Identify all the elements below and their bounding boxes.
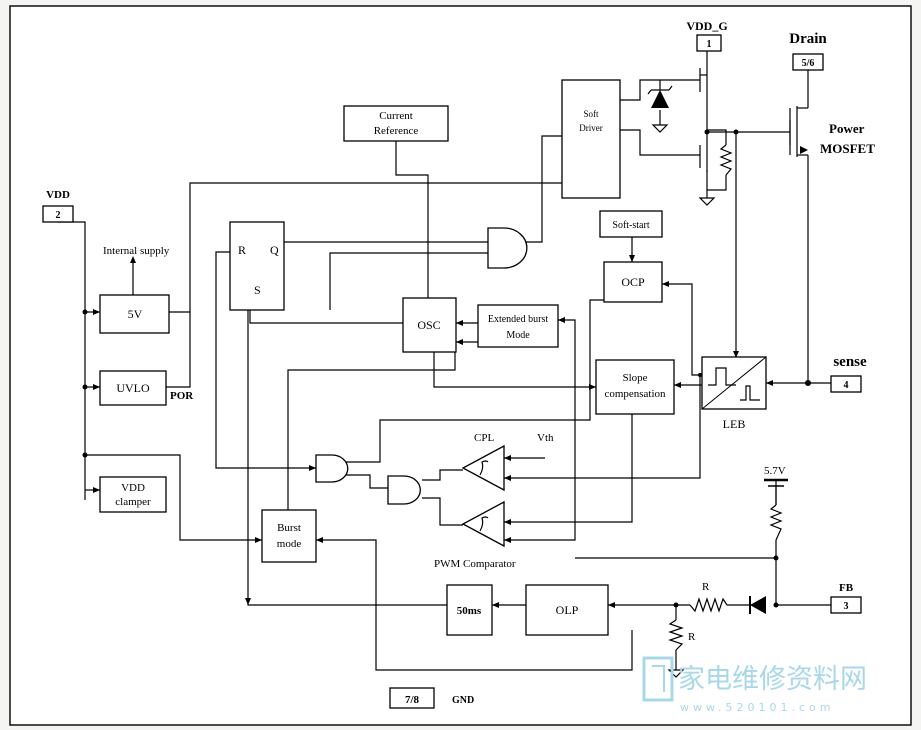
drain-label: Drain bbox=[789, 31, 827, 47]
vdd-clamper-label-1: VDD bbox=[121, 482, 145, 494]
wires bbox=[58, 45, 831, 671]
pin-vdd: VDD 2 bbox=[42, 189, 74, 223]
fifty-ms-block: 50ms bbox=[446, 584, 493, 636]
v57-source bbox=[764, 478, 788, 505]
and-gate-top bbox=[487, 227, 528, 269]
sense-label: sense bbox=[833, 354, 867, 370]
vdd-clamper-block: VDD clamper bbox=[99, 476, 167, 513]
power-mosfet bbox=[789, 106, 808, 157]
pwm-comparator bbox=[461, 500, 505, 548]
uvlo-block: UVLO bbox=[99, 370, 167, 406]
five-v-block: 5V bbox=[99, 294, 170, 334]
pwm-comparator-label: PWM Comparator bbox=[434, 558, 516, 570]
soft-driver-label-1: Soft bbox=[583, 109, 599, 119]
vdd-g-pin-number: 1 bbox=[707, 39, 712, 50]
drain-pin-number: 5/6 bbox=[802, 58, 815, 69]
rs-q-label: Q bbox=[270, 243, 279, 257]
soft-driver-block: Soft Driver bbox=[561, 79, 621, 199]
gnd-label: GND bbox=[452, 695, 474, 706]
current-reference-label-2: Reference bbox=[374, 125, 419, 137]
osc-block: OSC bbox=[402, 297, 457, 353]
extended-burst-label-2: Mode bbox=[506, 330, 530, 341]
current-reference-label-1: Current bbox=[379, 110, 413, 122]
slope-comp-label-1: Slope bbox=[622, 372, 647, 384]
slope-compensation-block: Slope compensation bbox=[595, 359, 675, 415]
soft-start-block: Soft-start bbox=[599, 210, 663, 238]
and-gate-2 bbox=[387, 475, 421, 505]
internal-supply-label: Internal supply bbox=[103, 245, 170, 257]
rs-latch-block: R Q S bbox=[229, 221, 285, 311]
vdd-g-label: VDD_G bbox=[686, 19, 727, 33]
pin-drain: Drain 5/6 bbox=[789, 31, 827, 71]
extended-burst-block: Extended burst Mode bbox=[477, 304, 559, 348]
burst-mode-block: Burst mode bbox=[261, 509, 317, 563]
pullup-resistor bbox=[769, 504, 783, 541]
uvlo-label: UVLO bbox=[116, 381, 150, 395]
fb-diode bbox=[749, 596, 766, 614]
gate-resistor bbox=[719, 144, 733, 176]
shunt-resistor-r bbox=[668, 619, 684, 651]
olp-block: OLP bbox=[525, 584, 609, 636]
fb-label: FB bbox=[839, 582, 854, 594]
current-reference-block: Current Reference bbox=[343, 105, 449, 142]
ocp-label: OCP bbox=[621, 275, 645, 289]
series-resistor-r bbox=[689, 597, 728, 613]
junctions bbox=[82, 129, 811, 608]
leb-block: LEB bbox=[701, 356, 767, 431]
five-v-label: 5V bbox=[128, 307, 143, 321]
soft-driver-label-2: Driver bbox=[579, 123, 603, 133]
power-mosfet-label-1: Power bbox=[829, 121, 865, 136]
resistor-r-label-2: R bbox=[688, 631, 696, 643]
leb-label: LEB bbox=[723, 417, 746, 431]
watermark-logo: 家电维修资料网 www.520101.com bbox=[642, 656, 867, 714]
cpl-comparator bbox=[461, 444, 505, 492]
burst-mode-label-1: Burst bbox=[277, 522, 301, 534]
pin-gnd: 7/8 GND bbox=[389, 687, 474, 709]
extended-burst-label-1: Extended burst bbox=[488, 314, 548, 325]
osc-label: OSC bbox=[417, 318, 440, 332]
driver-mosfets bbox=[699, 62, 708, 172]
resistor-r-label-1: R bbox=[702, 581, 710, 593]
fifty-ms-label: 50ms bbox=[457, 605, 482, 617]
power-mosfet-label-2: MOSFET bbox=[820, 141, 875, 156]
and-gate-1 bbox=[315, 454, 349, 483]
pin-fb: FB 3 bbox=[830, 582, 862, 614]
v57-label: 5.7V bbox=[764, 465, 786, 477]
pin-vdd-g: VDD_G 1 bbox=[686, 19, 728, 52]
rs-r-label: R bbox=[238, 243, 246, 257]
vth-label: Vth bbox=[537, 432, 554, 444]
ocp-block: OCP bbox=[603, 261, 663, 303]
burst-mode-label-2: mode bbox=[277, 538, 302, 550]
olp-label: OLP bbox=[556, 603, 579, 617]
gnd-pin-number: 7/8 bbox=[405, 694, 420, 706]
por-label: POR bbox=[170, 390, 194, 402]
vdd-clamper-label-2: clamper bbox=[115, 496, 151, 508]
soft-start-label: Soft-start bbox=[612, 220, 649, 231]
watermark-text: 家电维修资料网 bbox=[678, 664, 867, 695]
arrowheads bbox=[93, 255, 773, 608]
watermark-sub: www.520101.com bbox=[680, 701, 834, 714]
sense-pin-number: 4 bbox=[844, 380, 849, 391]
vdd-pin-number: 2 bbox=[56, 210, 61, 221]
zener-diode bbox=[647, 85, 673, 108]
slope-comp-label-2: compensation bbox=[604, 388, 666, 400]
cpl-label: CPL bbox=[474, 432, 494, 444]
vdd-label: VDD bbox=[46, 189, 70, 201]
fb-pin-number: 3 bbox=[844, 601, 849, 612]
rs-s-label: S bbox=[254, 283, 261, 297]
pin-sense: sense 4 bbox=[830, 354, 867, 393]
